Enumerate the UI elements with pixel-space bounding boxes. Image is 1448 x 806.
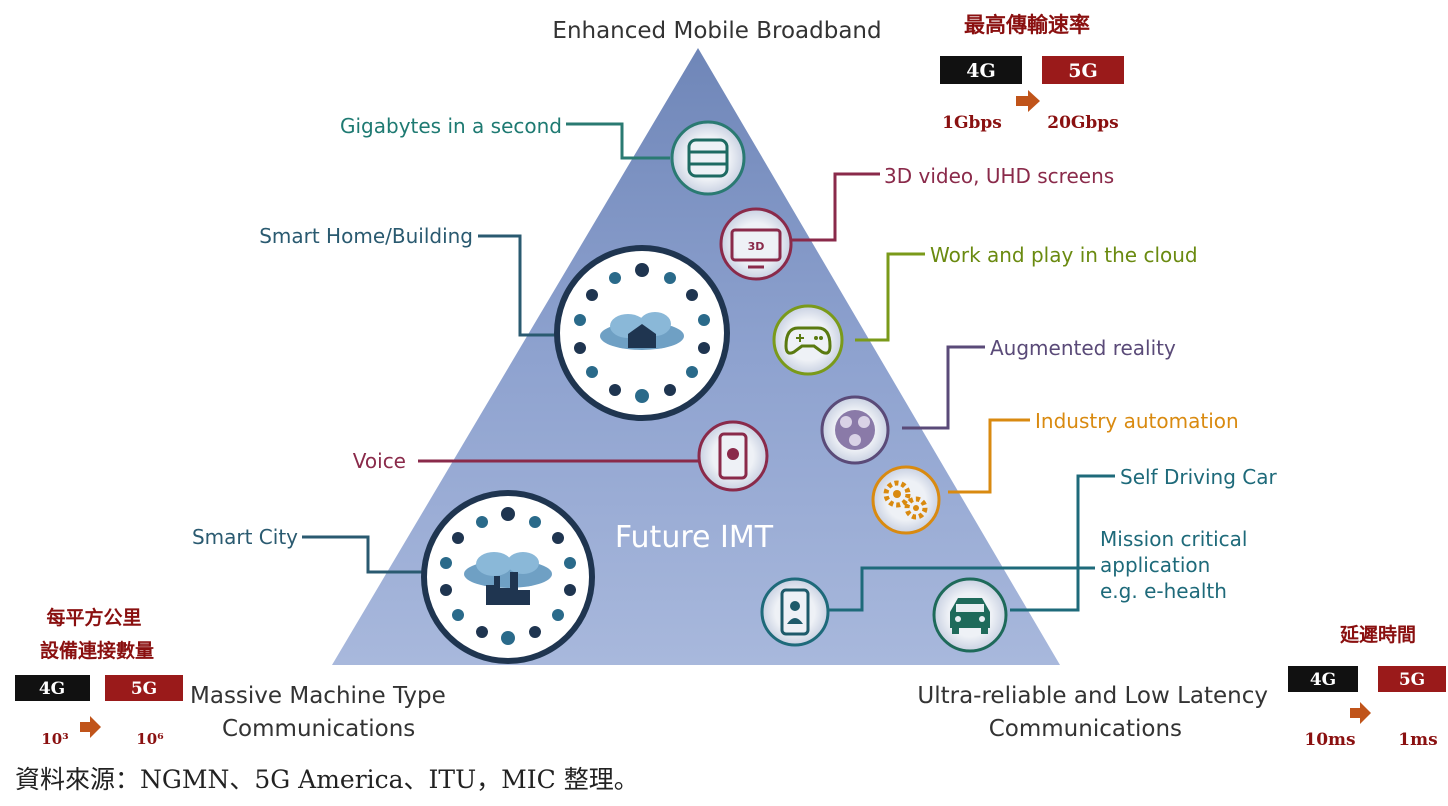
svg-text:4G: 4G <box>1310 670 1336 690</box>
density-5g-badge <box>105 675 183 701</box>
cloud-label: Work and play in the cloud <box>930 243 1198 267</box>
density-title-line-2: 設備連接數量 <box>40 639 154 662</box>
top-label: Enhanced Mobile Broadband <box>552 18 881 44</box>
latency-4g-badge <box>1288 666 1358 692</box>
video-connector <box>792 172 880 242</box>
density-new-value: 10⁶ <box>136 730 164 748</box>
density-arrow-icon <box>80 716 101 738</box>
speed-old-value: 1Gbps <box>942 113 1002 133</box>
industry-label: Industry automation <box>1035 409 1239 433</box>
video-label: 3D video, UHD screens <box>884 164 1114 188</box>
mission-label-line-2: application <box>1100 553 1210 577</box>
density-comparison: 每平方公里 設備連接數量 4G 5G 10³ 10⁶ <box>15 606 183 748</box>
ar-connector <box>902 345 985 430</box>
density-4g-badge <box>15 675 90 701</box>
right-label-line-1: Ultra-reliable and Low Latency <box>917 683 1268 709</box>
source-note: 資料來源：NGMN、5G America、ITU，MIC 整理。 <box>15 765 639 794</box>
latency-5g-badge <box>1378 666 1446 692</box>
density-old-value: 10³ <box>41 730 68 748</box>
smart-city-connector <box>302 535 428 574</box>
speed-comparison: 最高傳輸速率 4G 5G 1Gbps 20Gbps <box>940 12 1124 133</box>
3d-screen-icon: 3D <box>719 207 793 281</box>
mission-connector <box>822 566 1095 612</box>
speed-new-value: 20Gbps <box>1047 113 1119 133</box>
gigabytes-connector <box>566 122 670 160</box>
phone-icon <box>697 420 769 492</box>
speed-title: 最高傳輸速率 <box>964 12 1090 37</box>
gears-icon <box>871 465 941 535</box>
smart-city-icon <box>421 490 595 664</box>
speed-arrow-icon <box>1016 90 1040 112</box>
industry-connector <box>948 418 1030 494</box>
svg-text:5G: 5G <box>131 679 157 699</box>
latency-arrow-icon <box>1350 702 1371 724</box>
tablet-health-icon <box>760 577 830 647</box>
self-driving-connector <box>1010 474 1115 612</box>
mission-label-line-3: e.g. e-health <box>1100 579 1227 603</box>
latency-new-value: 1ms <box>1398 730 1437 750</box>
gamepad-icon <box>772 304 844 376</box>
voice-label: Voice <box>353 449 406 473</box>
cloud-connector <box>855 252 925 342</box>
database-icon <box>670 120 746 196</box>
augmented-reality-icon <box>820 395 890 465</box>
svg-text:4G: 4G <box>966 60 995 82</box>
svg-text:5G: 5G <box>1068 60 1097 82</box>
svg-text:5G: 5G <box>1399 670 1425 690</box>
latency-comparison: 延遲時間 4G 5G 10ms 1ms <box>1288 624 1446 750</box>
smart-home-cloud-icon <box>554 245 730 421</box>
svg-text:3D: 3D <box>748 240 765 253</box>
speed-4g-badge <box>940 56 1022 84</box>
left-label-line-2: Communications <box>222 716 415 742</box>
density-title-line-1: 每平方公里 <box>46 606 141 629</box>
ar-label: Augmented reality <box>990 336 1176 360</box>
mission-label-line-1: Mission critical <box>1100 527 1247 551</box>
latency-old-value: 10ms <box>1304 730 1355 750</box>
smart-home-connector <box>478 234 565 337</box>
car-icon <box>932 577 1008 653</box>
smart-home-label: Smart Home/Building <box>259 224 473 248</box>
svg-text:4G: 4G <box>39 679 65 699</box>
self-driving-label: Self Driving Car <box>1120 465 1277 489</box>
latency-title: 延遲時間 <box>1339 624 1416 646</box>
gigabytes-label: Gigabytes in a second <box>340 114 562 138</box>
center-label: Future IMT <box>615 520 774 555</box>
smart-city-label: Smart City <box>192 525 298 549</box>
right-label-line-2: Communications <box>989 716 1182 742</box>
left-label-line-1: Massive Machine Type <box>190 683 446 709</box>
speed-5g-badge <box>1042 56 1124 84</box>
